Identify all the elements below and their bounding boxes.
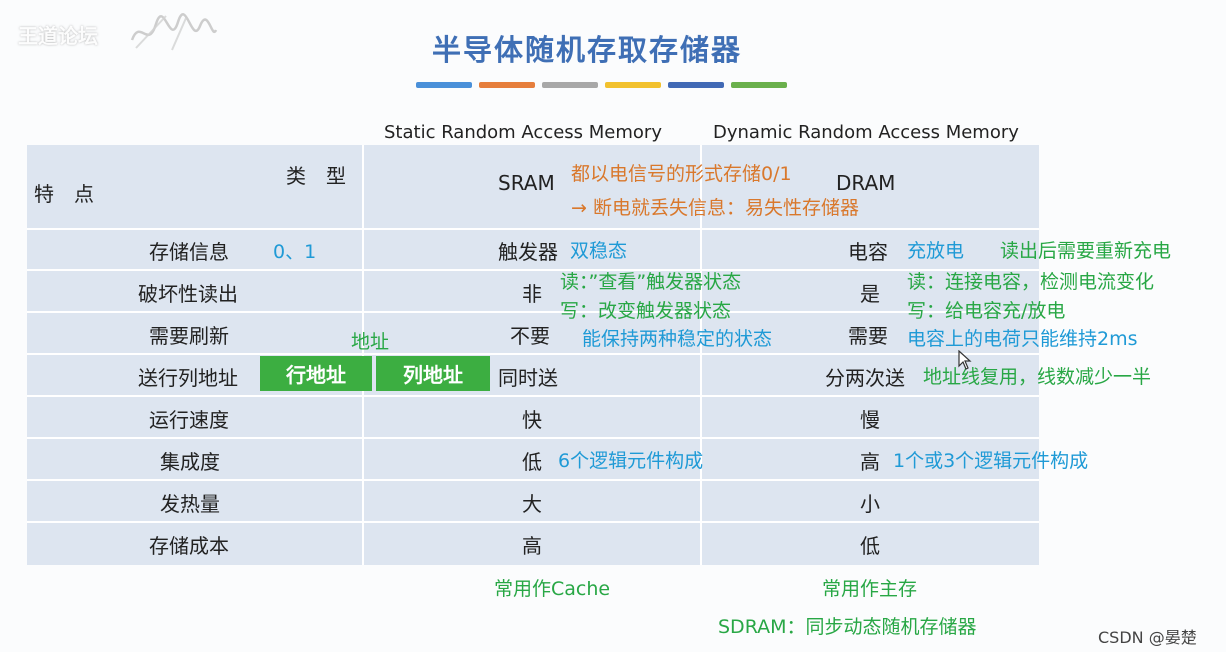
sram-value: 非 <box>522 282 542 306</box>
sram-note-read: 读：”查看”触发器状态 <box>560 271 742 293</box>
sram-value: 高 <box>522 534 542 558</box>
dram-note: 地址线复用，线数减少一半 <box>923 366 1152 388</box>
title-bar-segment <box>731 82 787 88</box>
title-bar-segment <box>479 82 535 88</box>
sram-note: 能保持两种稳定的状态 <box>582 328 773 350</box>
row-label: 存储成本 <box>149 534 229 558</box>
sram-value: 触发器 <box>498 240 558 264</box>
type-header: 类 型 <box>286 164 346 188</box>
table-column-divider <box>700 145 702 565</box>
sram-value: 低 <box>522 450 542 474</box>
row-note: 0、1 <box>273 241 317 263</box>
dram-value: 慢 <box>860 408 880 432</box>
sram-note-write: 写：改变触发器状态 <box>560 300 732 322</box>
table-divider <box>27 395 1039 397</box>
table-divider <box>27 311 1039 313</box>
dram-note-write: 写：给电容充/放电 <box>907 300 1066 322</box>
dram-value: 需要 <box>848 324 888 348</box>
address-label: 地址 <box>351 331 390 353</box>
dram-header: DRAM <box>836 171 896 195</box>
dram-note-read: 读：连接电容，检测电流变化 <box>907 271 1155 293</box>
comparison-table <box>27 145 1039 565</box>
watermark-text: 王道论坛 <box>18 24 98 48</box>
mouse-cursor-icon <box>958 350 972 370</box>
dram-note: 充放电 <box>907 240 965 262</box>
dram-note: 电容上的电荷只能维持2ms <box>907 328 1138 350</box>
shared-note-electric: 都以电信号的形式存储0/1 <box>571 163 792 185</box>
table-divider <box>27 353 1039 355</box>
dram-value: 分两次送 <box>825 366 905 390</box>
feature-header: 特 点 <box>34 182 94 206</box>
signature-logo <box>130 13 218 51</box>
title-bar-segment <box>542 82 598 88</box>
dram-full-name: Dynamic Random Access Memory <box>713 122 1019 143</box>
table-divider <box>27 437 1039 439</box>
title-color-bar <box>416 82 787 88</box>
dram-value: 是 <box>860 282 880 306</box>
page-title: 半导体随机存取存储器 <box>432 33 743 67</box>
table-divider <box>27 269 1039 271</box>
dram-value: 小 <box>860 492 880 516</box>
dram-note-recharge: 读出后需要重新充电 <box>1000 240 1172 262</box>
title-bar-segment <box>605 82 661 88</box>
dram-note: 1个或3个逻辑元件构成 <box>893 450 1089 472</box>
sram-value: 不要 <box>510 324 550 348</box>
dram-value: 高 <box>860 450 880 474</box>
sdram-note: SDRAM：同步动态随机存储器 <box>718 616 977 638</box>
dram-value: 低 <box>860 534 880 558</box>
table-column-divider <box>362 145 364 565</box>
title-bar-segment <box>668 82 724 88</box>
row-label: 存储信息 <box>149 240 229 264</box>
sram-header: SRAM <box>498 171 555 195</box>
footer-brand: CSDN @晏楚 <box>1098 628 1197 647</box>
dram-usage: 常用作主存 <box>822 578 918 600</box>
column-address-box: 列地址 <box>376 356 490 391</box>
table-divider <box>27 479 1039 481</box>
row-address-box: 行地址 <box>260 356 372 391</box>
row-label: 集成度 <box>160 450 220 474</box>
dram-value: 电容 <box>848 240 888 264</box>
sram-value: 同时送 <box>498 366 558 390</box>
row-label: 送行列地址 <box>138 366 238 390</box>
table-divider <box>27 521 1039 523</box>
sram-value: 大 <box>522 492 542 516</box>
table-divider <box>27 228 1039 230</box>
sram-note: 6个逻辑元件构成 <box>558 450 704 472</box>
row-label: 需要刷新 <box>149 324 229 348</box>
sram-full-name: Static Random Access Memory <box>384 122 662 143</box>
sram-value: 快 <box>522 408 542 432</box>
row-label: 发热量 <box>160 492 220 516</box>
shared-note-volatile: → 断电就丢失信息：易失性存储器 <box>571 197 859 219</box>
row-label: 运行速度 <box>149 408 229 432</box>
sram-note: 双稳态 <box>570 240 628 262</box>
sram-usage: 常用作Cache <box>494 578 611 600</box>
row-label: 破坏性读出 <box>138 282 238 306</box>
title-bar-segment <box>416 82 472 88</box>
